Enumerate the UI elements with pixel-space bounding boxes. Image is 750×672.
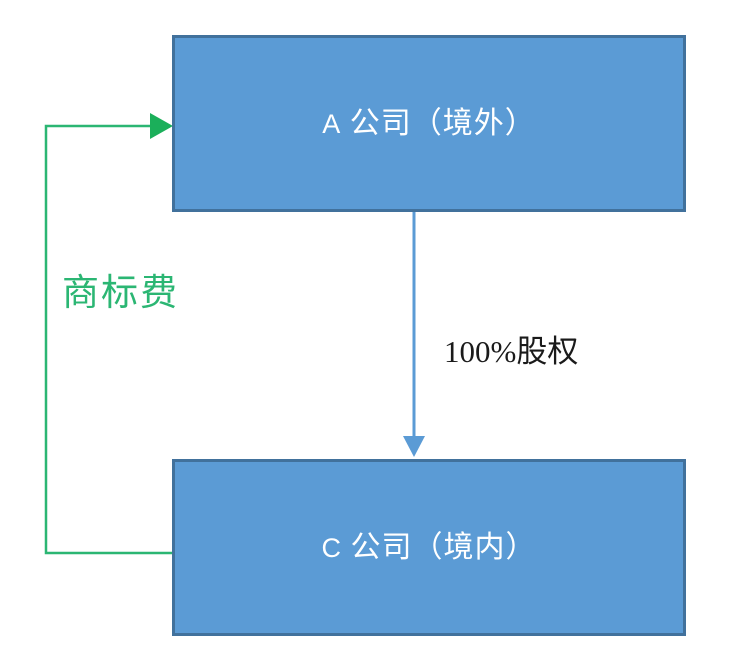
node-label-latin-prefix: C xyxy=(321,532,342,563)
node-label-latin-prefix: A xyxy=(322,108,342,139)
node-box-parent-company[interactable]: A 公司（境外） xyxy=(172,35,686,212)
equity-arrow-head-icon xyxy=(403,436,425,457)
node-label-subsidiary-company: C 公司（境内） xyxy=(322,530,537,566)
fee-arrow-head-icon xyxy=(150,113,173,139)
node-label-cjk-text: 公司（境外） xyxy=(341,106,536,140)
fee-arrow xyxy=(44,113,173,555)
node-label-parent-company: A 公司（境外） xyxy=(322,106,536,142)
equity-arrow xyxy=(403,212,425,457)
edge-label-equity: 100%股权 xyxy=(444,334,579,369)
fee-arrow-shaft xyxy=(44,124,172,555)
node-label-cjk-text: 公司（境内） xyxy=(342,530,537,564)
edge-label-trademark-fee: 商标费 xyxy=(62,273,179,314)
node-box-subsidiary-company[interactable]: C 公司（境内） xyxy=(172,459,686,636)
